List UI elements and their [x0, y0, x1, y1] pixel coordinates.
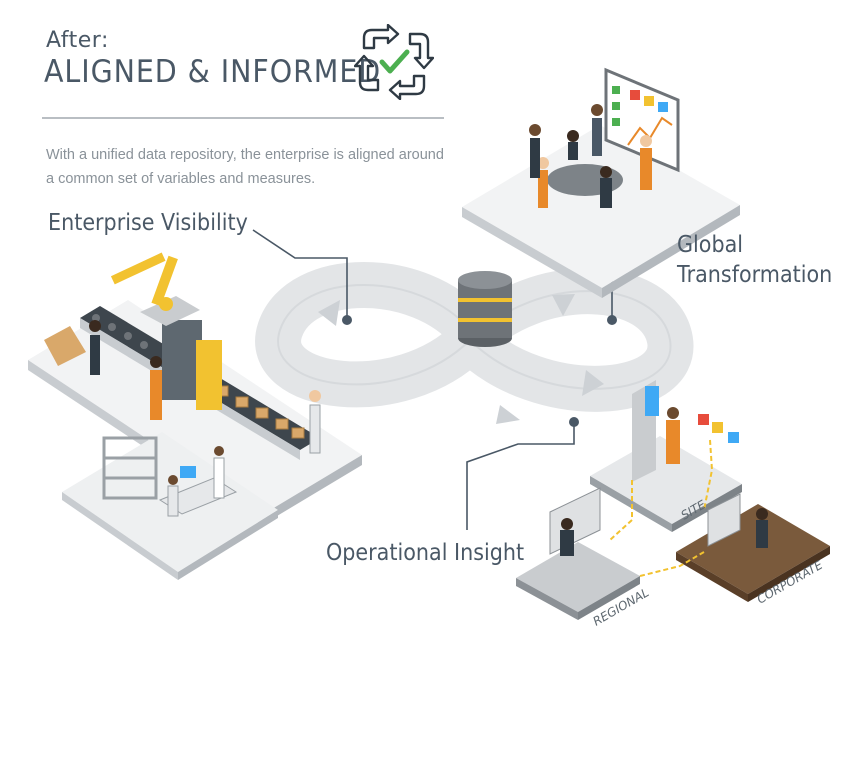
- meeting-room-scene: [462, 67, 740, 298]
- factory-scene: [28, 252, 362, 580]
- connector-dot: [607, 315, 617, 325]
- connector-dot: [569, 417, 579, 427]
- header-divider: [42, 117, 444, 119]
- page-title: ALIGNED & INFORMED: [44, 54, 382, 90]
- connector-dot: [342, 315, 352, 325]
- callout-operational-insight: Operational Insight: [326, 540, 525, 566]
- callout-global-transformation-line1: Global: [677, 232, 744, 258]
- callout-enterprise-visibility: Enterprise Visibility: [48, 210, 248, 236]
- connector-enterprise-visibility: [252, 229, 348, 318]
- database-icon: [458, 271, 512, 347]
- eyebrow-label: After:: [46, 28, 109, 53]
- operations-scene: SITE REGIONAL CORPORATE: [516, 380, 830, 629]
- recycle-check-icon: [353, 23, 435, 101]
- callout-global-transformation-line2: Transformation: [677, 262, 833, 288]
- description-text: With a unified data repository, the ente…: [46, 147, 444, 187]
- connector-operational-insight: [466, 422, 575, 530]
